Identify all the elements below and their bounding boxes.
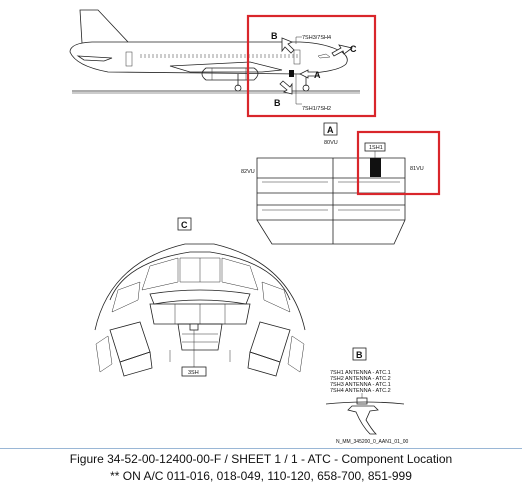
box-1sh1: 1SH1	[369, 145, 383, 151]
atc-transponder-1sh1	[370, 158, 381, 177]
side-window-left	[111, 281, 141, 313]
cockpit-frame-outer	[94, 243, 306, 331]
windshield-right	[221, 257, 259, 291]
fuselage-outline	[69, 41, 348, 75]
cockpit-frame-inner	[109, 251, 291, 301]
view-a-electronics-rack: A 80VU 82VU 81VU 1SH1	[241, 122, 424, 245]
box-3sh-label	[181, 366, 207, 377]
callout-b-top-arrow	[281, 37, 295, 54]
highlight-box-nose	[246, 14, 377, 118]
view-c-label-box	[177, 217, 192, 231]
view-b-label-box	[352, 347, 367, 361]
antenna-line-3: 7SH3 ANTENNA - ATC.1	[330, 382, 391, 388]
callout-b-bottom-arrow	[279, 80, 293, 95]
view-b-label: B	[356, 350, 363, 360]
callout-b-top: B	[271, 31, 278, 41]
caption-line-2: ** ON A/C 011-016, 018-049, 110-120, 658…	[110, 469, 412, 483]
rack-outline	[256, 157, 406, 245]
callout-a-arrow	[299, 69, 319, 79]
rear-door	[125, 51, 133, 67]
antenna-label-upper: 7SH3/7SH4	[302, 35, 331, 41]
view-c-cockpit: C 3SH	[94, 217, 306, 377]
side-window-right	[261, 281, 291, 313]
wing	[169, 61, 283, 73]
windshield-left	[141, 257, 179, 291]
drawing-id: N_MM_345200_0_AAN1_01_00	[336, 439, 408, 445]
figure-caption: Figure 34-52-00-12400-00-F / SHEET 1 / 1…	[0, 448, 522, 488]
antenna-line-2: 7SH2 ANTENNA - ATC.2	[330, 376, 391, 382]
view-a-label: A	[327, 125, 334, 135]
caption-line-1: Figure 34-52-00-12400-00-F / SHEET 1 / 1…	[69, 452, 453, 466]
antenna-label-lower: 7SH1/7SH2	[302, 106, 331, 112]
antenna-line-1: 7SH1 ANTENNA - ATC.1	[330, 370, 391, 376]
vertical-tail	[79, 9, 129, 44]
antenna-line-4: 7SH4 ANTENNA - ATC.2	[330, 388, 391, 394]
rack-label-80vu: 80VU	[324, 140, 338, 146]
antenna-connector	[356, 397, 368, 405]
horizontal-stabilizer	[76, 55, 113, 62]
component-location-diagram: B 7SH3/7SH4 C A B 7SH1/7SH2 A 80VU 82VU …	[69, 9, 441, 445]
cabin-windows	[140, 54, 298, 58]
view-b-antenna: B 7SH1 ANTENNA - ATC.1 7SH2 ANTENNA - AT…	[325, 347, 408, 445]
box-3sh: 3SH	[188, 370, 199, 376]
blade-antenna	[347, 405, 379, 435]
first-officer-seat	[249, 321, 291, 363]
highlight-box-1sh1	[356, 130, 441, 196]
front-door	[293, 49, 301, 65]
cockpit-windows	[317, 53, 331, 59]
main-instrument-panel	[149, 303, 251, 325]
callout-b-bottom: B	[274, 98, 281, 108]
windshield-center	[179, 257, 221, 283]
glareshield	[149, 289, 251, 305]
view-a-label-box	[323, 122, 338, 136]
rack-label-81vu: 81VU	[410, 166, 424, 172]
rack-label-82vu: 82VU	[241, 169, 255, 175]
center-pedestal	[177, 323, 223, 351]
captain-seat	[109, 321, 151, 363]
callout-a: A	[314, 70, 321, 80]
callout-c-arrow	[331, 44, 353, 57]
aircraft-side-view: B 7SH3/7SH4 C A B 7SH1/7SH2	[69, 9, 360, 112]
engine-nacelle	[201, 67, 259, 81]
atc-control-panel-3sh	[189, 323, 199, 331]
fuselage-skin	[325, 401, 405, 405]
view-c-label: C	[181, 220, 188, 230]
avionics-bay-marker	[289, 70, 294, 77]
callout-c: C	[350, 44, 357, 54]
